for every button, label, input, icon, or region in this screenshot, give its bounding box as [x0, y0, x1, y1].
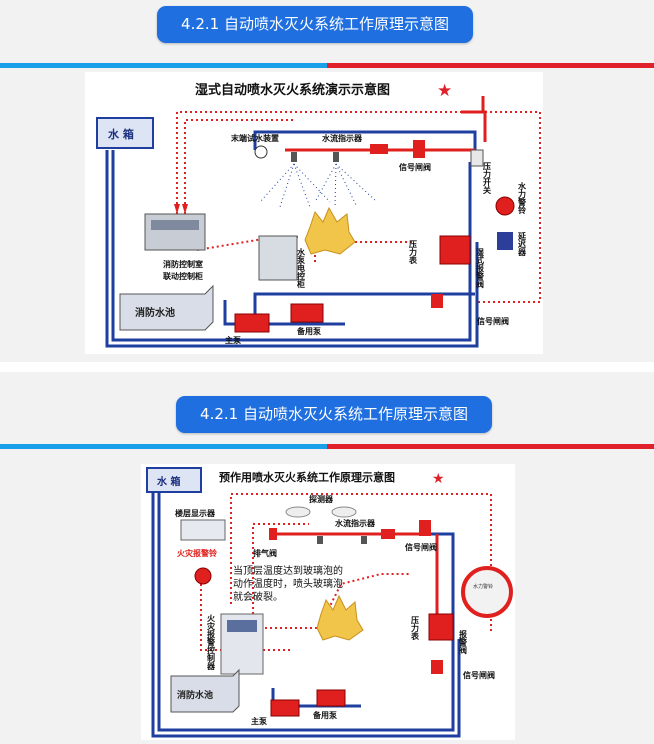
svg-text:排气阀: 排气阀	[253, 548, 277, 558]
backup-pump	[316, 689, 346, 707]
svg-text:探测器: 探测器	[309, 494, 334, 504]
water-bell-face	[461, 566, 513, 618]
star-icon: ★	[437, 81, 452, 101]
svg-text:水流指示器: 水流指示器	[321, 133, 363, 143]
diagram-title: 湿式自动喷水灭火系统演示示意图	[195, 82, 390, 98]
water-tank	[96, 117, 154, 149]
pressure-switch	[470, 149, 484, 167]
flow-indicator	[381, 529, 395, 539]
wet-system-diagram: 湿式自动喷水灭火系统演示示意图 ★	[85, 72, 543, 354]
svg-text:压力表: 压力表	[408, 240, 418, 265]
svg-text:报警阀: 报警阀	[459, 629, 468, 655]
main-pump	[234, 313, 270, 333]
svg-text:备用泵: 备用泵	[296, 326, 321, 336]
svg-text:火灾报警铃: 火灾报警铃	[177, 548, 217, 558]
svg-text:压力表: 压力表	[410, 616, 420, 641]
top-signal-valve	[413, 140, 425, 158]
sprinkler-head	[317, 536, 323, 544]
backup-pump	[290, 303, 324, 323]
star-icon: ★	[432, 471, 445, 487]
svg-text:楼层显示器: 楼层显示器	[175, 508, 216, 518]
svg-text:消防控制室: 消防控制室	[163, 259, 203, 269]
svg-text:压力开关: 压力开关	[483, 162, 492, 195]
floor-display	[180, 519, 226, 541]
pool-label: 消防水池	[135, 306, 175, 319]
svg-text:延迟器: 延迟器	[517, 231, 527, 257]
svg-text:当顶层温度达到玻璃泡的: 当顶层温度达到玻璃泡的	[233, 564, 343, 577]
svg-text:消防水池: 消防水池	[177, 689, 213, 701]
bottom-signal-valve	[431, 660, 443, 674]
exhaust-valve	[269, 528, 277, 540]
svg-text:湿式报警阀: 湿式报警阀	[476, 247, 485, 289]
flow-indicator	[370, 144, 388, 154]
svg-text:水力警铃: 水力警铃	[473, 583, 493, 590]
sprinkler-head	[361, 536, 367, 544]
svg-text:水力警铃: 水力警铃	[517, 181, 527, 215]
detector-icon	[331, 506, 357, 518]
svg-text:就会破裂。: 就会破裂。	[233, 590, 283, 603]
fire-icon	[304, 206, 356, 255]
sprinkler-heads	[291, 152, 339, 162]
svg-text:末端试水装置: 末端试水装置	[231, 133, 279, 143]
water-tank	[146, 467, 202, 493]
alarm-valve	[439, 235, 471, 265]
tank-label: 水 箱	[108, 127, 134, 141]
preaction-system-diagram: 水 箱 预作用喷水灭火系统工作原理示意图 ★	[141, 464, 515, 740]
slide-2-divider	[0, 444, 654, 449]
main-pump	[270, 699, 300, 717]
svg-text:水流指示器: 水流指示器	[334, 518, 376, 528]
detector-icon	[285, 506, 311, 518]
svg-text:信号闸阀: 信号闸阀	[463, 670, 495, 680]
svg-text:信号闸阀: 信号闸阀	[405, 542, 437, 552]
svg-text:火灾报警控制器: 火灾报警控制器	[206, 614, 216, 671]
fire-icon	[316, 594, 364, 641]
svg-text:信号闸阀: 信号闸阀	[399, 162, 431, 172]
note-text: 当顶层温度达到玻璃泡的 动作温度时，喷头玻璃泡 就会破裂。	[233, 564, 343, 603]
svg-text:主泵: 主泵	[251, 716, 267, 726]
slide-2-header: 4.2.1 自动喷水灭火系统工作原理示意图	[176, 396, 492, 433]
svg-text:动作温度时，喷头玻璃泡: 动作温度时，喷头玻璃泡	[233, 577, 343, 590]
pump-cabinet	[258, 235, 298, 281]
top-signal-valve	[419, 520, 431, 536]
fire-bell-icon	[194, 567, 212, 585]
svg-text:水泵电控柜: 水泵电控柜	[296, 247, 306, 289]
svg-text:主泵: 主泵	[225, 335, 241, 345]
svg-text:联动控制柜: 联动控制柜	[163, 271, 203, 281]
slide-1: 4.2.1 自动喷水灭火系统工作原理示意图 湿式自动喷水灭火系统演示示意图 ★	[0, 0, 654, 362]
water-bell-icon	[495, 196, 515, 216]
svg-text:信号闸阀: 信号闸阀	[477, 316, 509, 326]
control-desk	[144, 213, 206, 251]
svg-text:备用泵: 备用泵	[312, 710, 337, 720]
alarm-valve	[428, 613, 454, 641]
svg-text:水 箱: 水 箱	[156, 475, 180, 488]
fire-pool	[170, 668, 240, 713]
diagram-title: 预作用喷水灭火系统工作原理示意图	[219, 470, 395, 484]
end-test-gauge-icon	[254, 145, 268, 159]
bottom-signal-valve	[431, 294, 443, 308]
fire-pool	[119, 284, 214, 331]
delay-chamber	[497, 232, 513, 250]
slide-1-header: 4.2.1 自动喷水灭火系统工作原理示意图	[157, 6, 473, 43]
slide-2: 4.2.1 自动喷水灭火系统工作原理示意图 水 箱 预作用喷水灭火系统工作原理示…	[0, 372, 654, 744]
slide-1-divider	[0, 63, 654, 68]
